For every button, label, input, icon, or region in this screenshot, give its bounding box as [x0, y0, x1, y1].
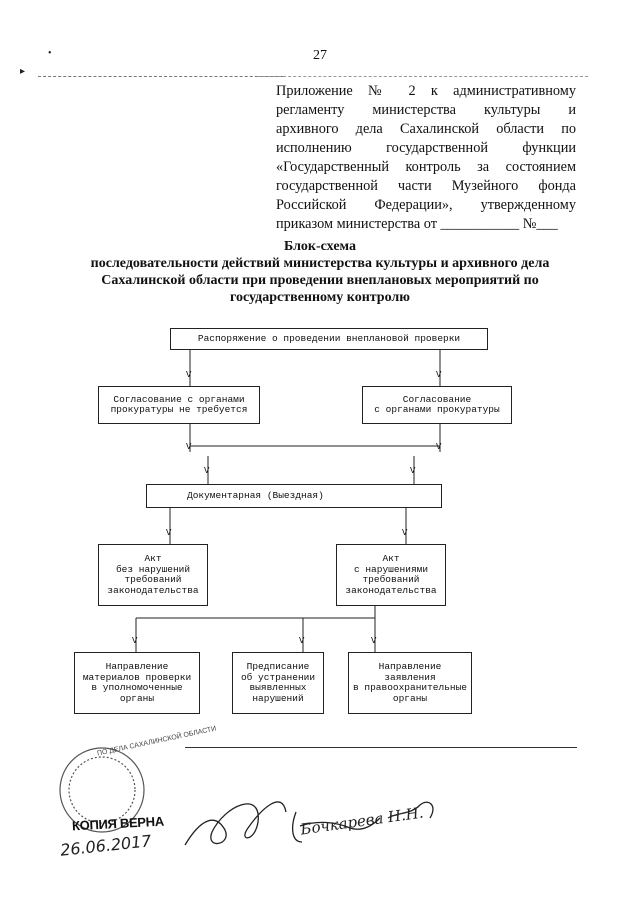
- arrow-down: V: [186, 442, 192, 452]
- scan-dot: ▸: [20, 66, 26, 77]
- arrow-down: V: [132, 636, 138, 646]
- box-line: в правоохранительные: [352, 682, 468, 693]
- appendix-line: Российской Федерации», утвержденному: [276, 197, 576, 213]
- appendix-note: Приложение № 2 к административному регла…: [276, 82, 576, 234]
- signature: [184, 801, 434, 846]
- box-line: выявленных: [249, 682, 307, 693]
- box-line: требований: [362, 574, 420, 585]
- title-line: Сахалинской области при проведении внепл…: [101, 273, 539, 288]
- document-title: Блок-схема последовательности действий м…: [40, 238, 600, 306]
- box-line: требований: [124, 574, 182, 585]
- header-rule-right: [258, 76, 588, 77]
- order-box-text: Распоряжение о проведении внеплановой пр…: [197, 332, 461, 344]
- box-line: Согласование с органами: [113, 393, 245, 405]
- box-line: органы: [392, 692, 428, 704]
- box-line: Акт: [144, 553, 162, 564]
- arrow-down: V: [204, 466, 210, 476]
- box-line: заявления: [384, 671, 436, 683]
- arrow-down: V: [436, 370, 442, 380]
- arrow-down: V: [402, 528, 408, 538]
- arrow-down: V: [371, 636, 377, 646]
- box-line: Направление: [378, 661, 442, 672]
- title-line: государственному контролю: [230, 290, 410, 305]
- box-line: Направление: [105, 661, 169, 672]
- appendix-line: приказом министерства от ___________ №__…: [276, 216, 558, 232]
- arrow-down: V: [410, 466, 416, 476]
- header-rule: [38, 76, 283, 77]
- page-number: 27: [313, 48, 327, 63]
- box-line: законодательства: [107, 584, 199, 596]
- box-line: с нарушениями: [353, 563, 429, 575]
- appendix-line: государственной части Музейного фонда: [276, 178, 576, 194]
- box-line: Акт: [382, 553, 400, 564]
- box-line: Предписание: [246, 661, 310, 672]
- arrow-down: V: [436, 442, 442, 452]
- box-line: об устранении: [240, 671, 316, 683]
- box-line: материалов проверки: [82, 671, 192, 683]
- stamp-circle: [59, 747, 145, 833]
- box-line: с органами прокуратуры: [374, 404, 500, 415]
- arrow-down: V: [166, 528, 172, 538]
- appendix-line: «Государственный контроль за состоянием: [276, 159, 576, 175]
- box-line: органы: [119, 692, 155, 704]
- box-line: Документарная (Выездная): [187, 489, 324, 501]
- inspection-type-box: Документарная (Выездная): [146, 484, 442, 508]
- order-box: Распоряжение о проведении внеплановой пр…: [170, 328, 488, 350]
- scan-dot: •: [48, 48, 52, 59]
- box-line: в уполномоченные: [91, 682, 183, 693]
- appendix-line: архивного дела Сахалинской области по: [276, 121, 576, 137]
- box-line: прокуратуры не требуется: [110, 404, 248, 415]
- box-line: без нарушений: [115, 563, 191, 575]
- box-line: Согласование: [402, 393, 472, 405]
- title-line: последовательности действий министерства…: [90, 256, 550, 271]
- appendix-line: регламенту министерства культуры и: [276, 102, 576, 118]
- arrow-down: V: [186, 370, 192, 380]
- title-line: Блок-схема: [284, 239, 356, 254]
- box-line: нарушений: [252, 692, 304, 704]
- appendix-line: исполнению государственной функции: [276, 140, 576, 156]
- arrow-down: V: [299, 636, 305, 646]
- appendix-line: Приложение № 2 к административному: [276, 83, 576, 99]
- bottom-rule: [185, 747, 577, 748]
- box-line: законодательства: [345, 584, 437, 596]
